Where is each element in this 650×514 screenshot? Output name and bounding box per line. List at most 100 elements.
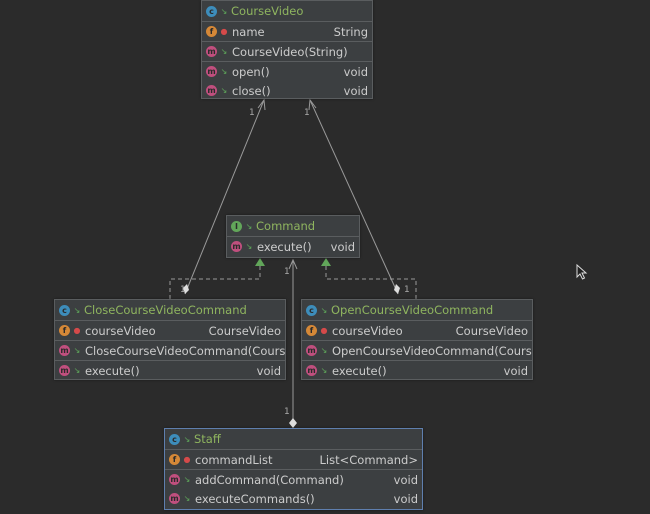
class-name: CloseCourseVideoCommand — [84, 303, 247, 317]
class-name: Staff — [194, 432, 221, 446]
method-name: execute() — [85, 363, 140, 378]
field-row[interactable]: f ● courseVideo CourseVideo — [55, 321, 285, 340]
method-return-type: void — [330, 239, 355, 254]
field-row[interactable]: f ● commandList List<Command> — [165, 450, 422, 469]
class-icon: c — [206, 5, 217, 17]
method-name: executeCommands() — [195, 491, 315, 506]
realization-arrow-close — [255, 258, 265, 266]
constructor-name: CloseCourseVideoCommand(CourseVideo) — [85, 343, 285, 358]
method-return-type: void — [393, 472, 418, 487]
association-open-to-coursevideo[interactable] — [309, 99, 399, 295]
public-icon: ↘ — [73, 366, 81, 375]
class-opencoursevideocommand[interactable]: c ↘ OpenCourseVideoCommand f ● courseVid… — [301, 299, 533, 380]
class-staff[interactable]: c ↘ Staff f ● commandList List<Command> … — [164, 428, 423, 510]
public-icon: ↘ — [220, 47, 228, 56]
multiplicity-close-end: 1 — [180, 285, 186, 295]
method-return-type: void — [393, 491, 418, 506]
constructor-name: CourseVideo(String) — [232, 44, 348, 59]
field-name: courseVideo — [85, 323, 156, 338]
interface-command[interactable]: I ↘ Command m ↘ execute() void — [226, 215, 360, 258]
method-row[interactable]: m ↘ close() void — [202, 81, 372, 100]
class-header: c ↘ CourseVideo — [202, 1, 372, 22]
realization-open-to-command[interactable] — [325, 262, 417, 299]
realization-arrow-open — [321, 258, 331, 266]
realization-close-to-command[interactable] — [169, 262, 261, 299]
method-return-type: void — [256, 363, 281, 378]
method-icon: m — [59, 365, 70, 376]
private-icon: ● — [73, 326, 81, 335]
public-icon: ↘ — [245, 221, 253, 231]
public-icon: ↘ — [73, 305, 81, 315]
field-name: name — [232, 24, 265, 39]
field-row[interactable]: f ● courseVideo CourseVideo — [302, 321, 532, 340]
method-icon: m — [206, 85, 217, 96]
field-type: String — [333, 24, 368, 39]
multiplicity-staff-end: 1 — [284, 407, 290, 417]
class-name: OpenCourseVideoCommand — [331, 303, 494, 317]
method-icon: m — [306, 345, 317, 356]
public-icon: ↘ — [220, 67, 228, 76]
public-icon: ↘ — [73, 346, 81, 355]
method-name: execute() — [257, 239, 312, 254]
public-icon: ↘ — [183, 494, 191, 503]
class-header: c ↘ Staff — [165, 429, 422, 450]
method-name: close() — [232, 83, 271, 98]
method-icon: m — [206, 66, 217, 77]
aggregation-diamond-staff — [289, 418, 297, 428]
interface-icon: I — [231, 220, 242, 232]
method-row[interactable]: m ↘ execute() void — [227, 237, 359, 256]
class-name: CourseVideo — [231, 4, 304, 18]
public-icon: ↘ — [320, 305, 328, 315]
method-return-type: void — [343, 64, 368, 79]
class-name: Command — [256, 219, 316, 233]
method-row[interactable]: m ↘ executeCommands() void — [165, 489, 422, 508]
arrowhead-staff-to-command — [288, 258, 298, 270]
method-return-type: void — [343, 83, 368, 98]
field-type: List<Command> — [319, 452, 418, 467]
public-icon: ↘ — [320, 366, 328, 375]
private-icon: ● — [183, 455, 191, 464]
class-closecoursevideocommand[interactable]: c ↘ CloseCourseVideoCommand f ● courseVi… — [54, 299, 286, 380]
class-icon: c — [169, 433, 180, 445]
constructor-row[interactable]: m ↘ CloseCourseVideoCommand(CourseVideo) — [55, 341, 285, 360]
private-icon: ● — [320, 326, 328, 335]
method-icon: m — [59, 345, 70, 356]
field-icon: f — [59, 325, 70, 336]
field-row[interactable]: f ● name String — [202, 22, 372, 41]
public-icon: ↘ — [183, 434, 191, 444]
public-icon: ↘ — [245, 242, 253, 251]
class-header: c ↘ CloseCourseVideoCommand — [55, 300, 285, 321]
field-name: commandList — [195, 452, 273, 467]
method-row[interactable]: m ↘ addCommand(Command) void — [165, 470, 422, 489]
aggregation-diamond-close — [183, 284, 189, 294]
mouse-cursor-icon — [576, 264, 588, 280]
private-icon: ● — [220, 27, 228, 36]
method-return-type: void — [503, 363, 528, 378]
public-icon: ↘ — [220, 6, 228, 16]
association-close-to-coursevideo[interactable] — [184, 99, 265, 295]
class-icon: c — [306, 304, 317, 316]
method-row[interactable]: m ↘ execute() void — [302, 361, 532, 380]
multiplicity-staff-to-command: 1 — [284, 267, 290, 277]
constructor-row[interactable]: m ↘ CourseVideo(String) — [202, 42, 372, 61]
method-name: execute() — [332, 363, 387, 378]
field-name: courseVideo — [332, 323, 403, 338]
class-header: c ↘ OpenCourseVideoCommand — [302, 300, 532, 321]
multiplicity-open-to-video: 1 — [304, 108, 310, 118]
field-type: CourseVideo — [208, 323, 281, 338]
method-icon: m — [206, 46, 217, 57]
method-icon: m — [306, 365, 317, 376]
method-row[interactable]: m ↘ execute() void — [55, 361, 285, 380]
method-icon: m — [169, 474, 180, 485]
arrowhead-close-to-coursevideo — [257, 98, 266, 111]
method-name: addCommand(Command) — [195, 472, 344, 487]
public-icon: ↘ — [220, 86, 228, 95]
class-coursevideo[interactable]: c ↘ CourseVideo f ● name String m ↘ Cour… — [201, 0, 373, 99]
method-icon: m — [231, 241, 242, 252]
multiplicity-close-to-video: 1 — [249, 108, 255, 118]
method-name: open() — [232, 64, 270, 79]
field-icon: f — [306, 325, 317, 336]
method-row[interactable]: m ↘ open() void — [202, 62, 372, 81]
constructor-row[interactable]: m ↘ OpenCourseVideoCommand(CourseVideo) — [302, 341, 532, 360]
class-icon: c — [59, 304, 70, 316]
